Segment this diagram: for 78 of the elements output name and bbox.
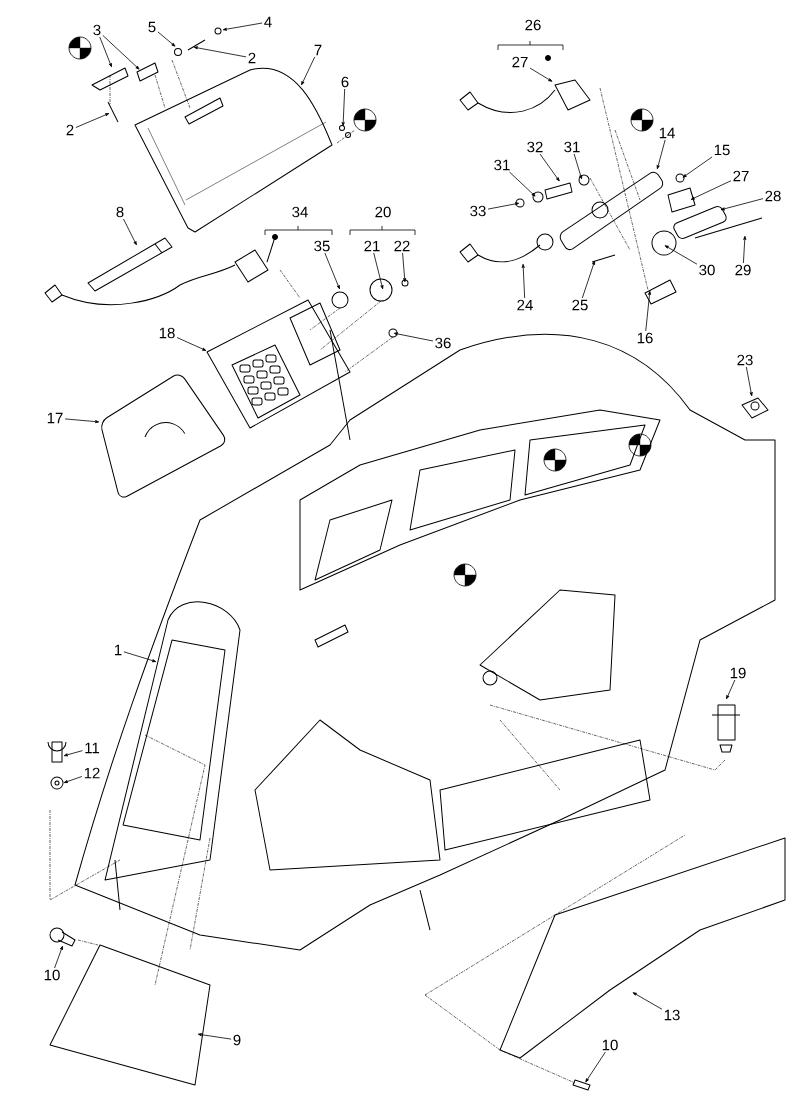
callout-number: 1 [115, 644, 122, 656]
callout-number: 11 [85, 742, 100, 754]
leader-line [193, 46, 247, 58]
leader-line [632, 992, 663, 1010]
leader-line [63, 776, 83, 783]
leader-line [726, 679, 736, 700]
callout-number: 12 [84, 767, 100, 779]
leader-line [102, 35, 140, 70]
callout-number: 27 [733, 170, 749, 182]
leader-line [656, 139, 666, 170]
leader-line [341, 88, 346, 127]
callout-number: 25 [572, 299, 588, 311]
callout-number: 13 [664, 1009, 680, 1021]
callout-number: 9 [233, 1034, 241, 1046]
leader-line [63, 750, 83, 757]
leader-line [682, 156, 713, 178]
callout-number: 21 [364, 240, 380, 252]
leader-line [373, 252, 384, 290]
callout-number: 16 [637, 332, 653, 344]
callout-number: 4 [264, 16, 272, 28]
callout-number: 10 [602, 1039, 618, 1051]
leader-line [99, 36, 112, 68]
leader-line [176, 337, 207, 351]
callout-number: 36 [435, 337, 451, 349]
callout-number: 24 [517, 299, 533, 311]
leader-line [664, 245, 698, 265]
callout-number: 32 [527, 141, 543, 153]
callout-number: 10 [44, 969, 60, 981]
leader-line [521, 263, 526, 299]
callout-number: 31 [564, 141, 580, 153]
leader-line [509, 171, 536, 197]
leader-line [64, 418, 100, 424]
leader-line [487, 202, 520, 210]
callout-number: 7 [314, 44, 322, 56]
callout-number: 35 [314, 240, 330, 252]
leader-line [745, 366, 753, 397]
callout-number: 3 [93, 24, 101, 36]
leader-line [222, 22, 263, 31]
callout-number: 30 [699, 264, 715, 276]
leader-line [743, 235, 747, 264]
callout-number: 18 [159, 327, 175, 339]
callout-number: 2 [248, 52, 256, 64]
leader-line [690, 180, 732, 200]
callout-number: 31 [494, 159, 510, 171]
callout-number: 6 [341, 76, 349, 88]
callout-number: 15 [714, 144, 730, 156]
callout-number: 28 [765, 190, 781, 202]
leader-line [529, 67, 553, 82]
callout-number: 19 [730, 667, 746, 679]
leader-line [585, 1051, 606, 1083]
callout-number: 14 [659, 127, 675, 139]
callout-number: 20 [375, 206, 391, 218]
callout-number: 2 [66, 124, 74, 136]
leader-line [75, 113, 110, 128]
leader-line [645, 290, 652, 332]
callout-number: 8 [116, 206, 124, 218]
leader-line [720, 198, 764, 211]
callout-number: 5 [148, 21, 156, 33]
callout-number: 33 [470, 205, 486, 217]
leader-line [573, 153, 583, 180]
leader-line [581, 260, 595, 299]
leader-line [402, 252, 407, 283]
leader-line [197, 1033, 232, 1040]
leader-line [393, 332, 434, 342]
leader-line [539, 153, 560, 182]
leader-line [54, 945, 63, 969]
callout-number: 17 [47, 412, 63, 424]
leader-line [157, 31, 176, 47]
callout-number: 22 [394, 240, 410, 252]
leader-line [123, 651, 157, 663]
leader-line [301, 56, 316, 86]
callout-number: 29 [735, 264, 751, 276]
callout-number: 34 [292, 206, 308, 218]
callout-number: 23 [737, 354, 753, 366]
leader-line [324, 252, 340, 290]
callout-number: 26 [525, 19, 541, 31]
leader-line [123, 218, 137, 246]
callout-number: 27 [512, 56, 528, 68]
